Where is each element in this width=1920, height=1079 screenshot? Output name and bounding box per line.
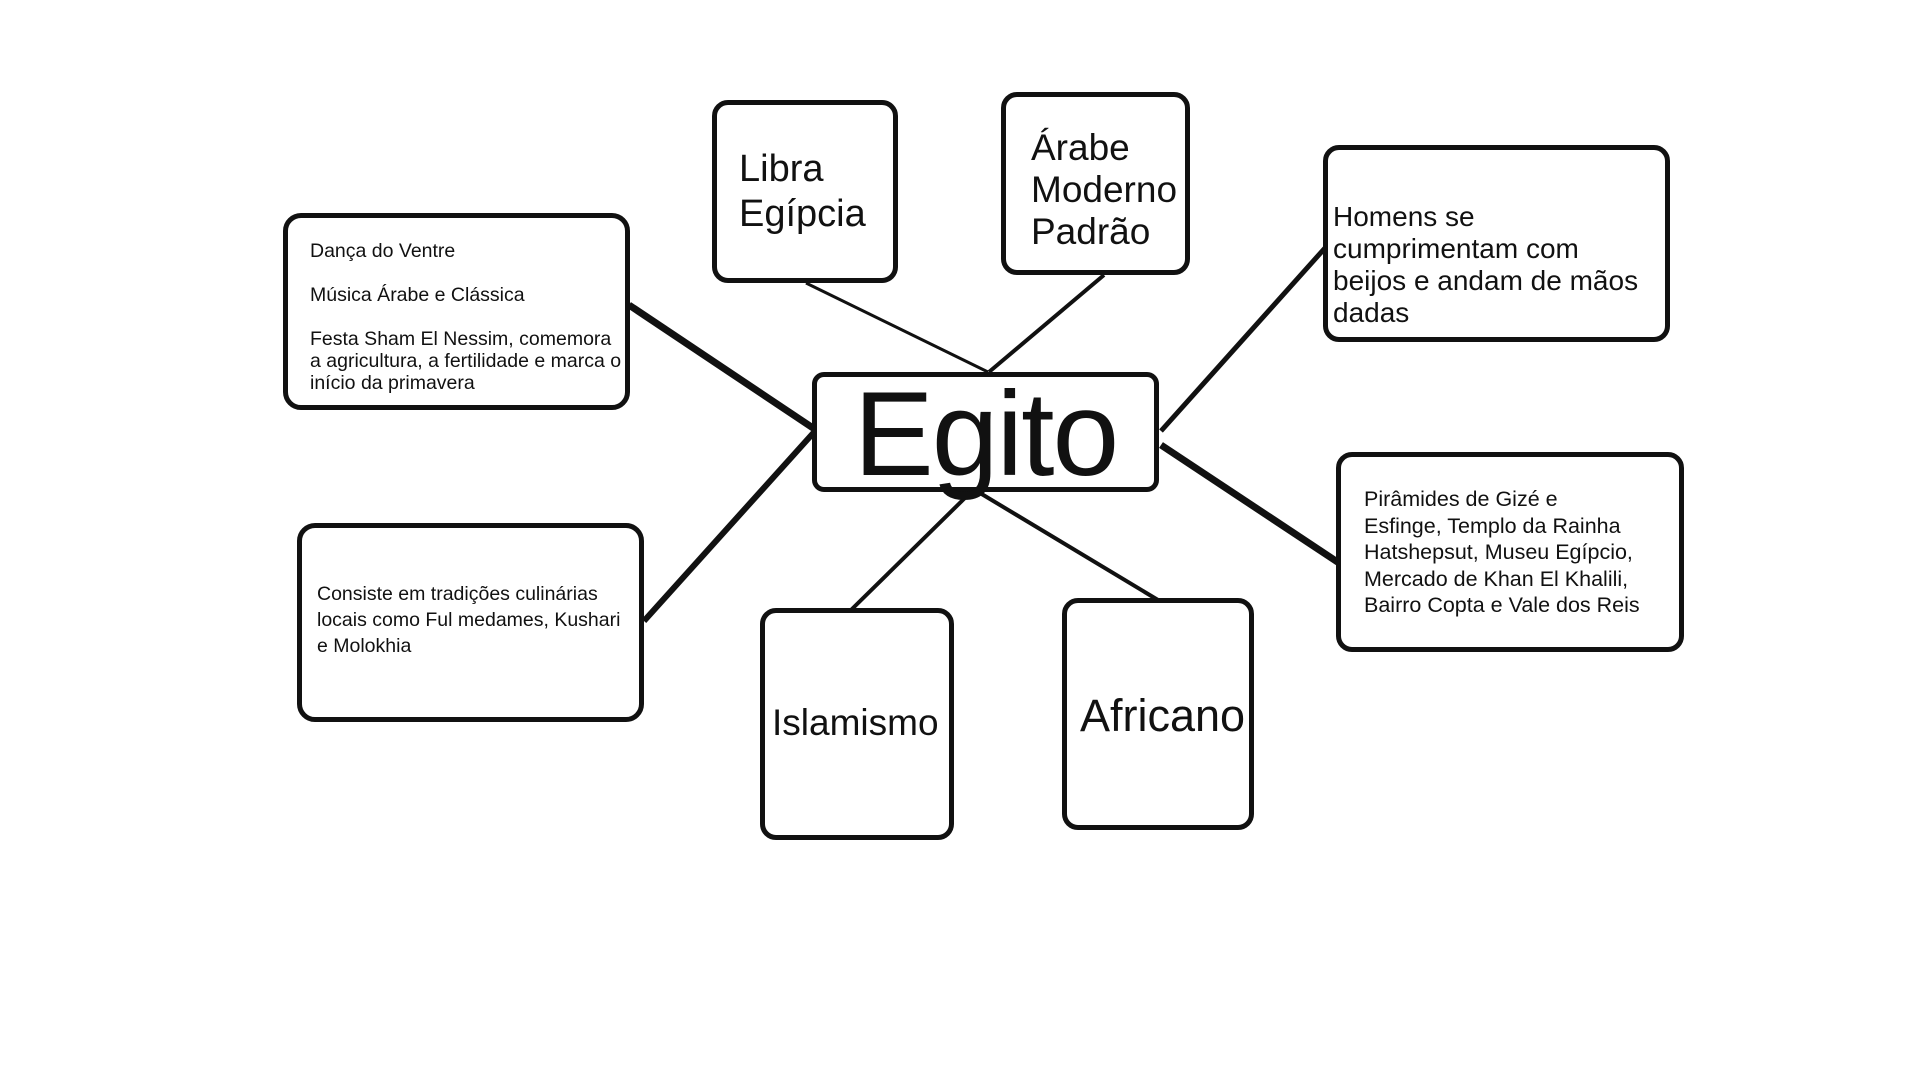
currency-node: Libra Egípcia — [712, 100, 898, 283]
language-label: Árabe Moderno Padrão — [1031, 127, 1178, 253]
central-topic-label: Egito — [853, 367, 1120, 501]
continent-label: Africano — [1080, 690, 1246, 741]
connector-islamismo — [849, 488, 975, 612]
landmarks-label: Pirâmides de Gizé e Esfinge, Templo da R… — [1364, 487, 1640, 617]
culture-node: Dança do Ventre Música Árabe e Clássica … — [283, 213, 630, 410]
religion-label: Islamismo — [772, 702, 939, 743]
landmarks-node: Pirâmides de Gizé e Esfinge, Templo da R… — [1336, 452, 1684, 652]
cuisine-node: Consiste em tradições culinárias locais … — [297, 523, 644, 722]
customs-label: Homens se cumprimentam com beijos e anda… — [1333, 201, 1639, 328]
currency-label: Libra Egípcia — [739, 148, 866, 235]
connector-culinaria — [641, 427, 819, 624]
connector-africano — [973, 488, 1160, 602]
religion-node: Islamismo — [760, 608, 954, 840]
connector-arabe — [987, 273, 1106, 374]
cuisine-label: Consiste em tradições culinárias locais … — [317, 583, 621, 657]
connector-piramides — [1159, 442, 1341, 566]
culture-label: Dança do Ventre Música Árabe e Clássica … — [310, 240, 622, 394]
language-node: Árabe Moderno Padrão — [1001, 92, 1190, 275]
central-topic-box: Egito — [812, 367, 1159, 501]
customs-node: Homens se cumprimentam com beijos e anda… — [1323, 145, 1670, 342]
connector-cultura — [627, 302, 818, 433]
connector-libra — [805, 281, 989, 374]
connector-homens — [1159, 246, 1327, 433]
continent-node: Africano — [1062, 598, 1254, 830]
